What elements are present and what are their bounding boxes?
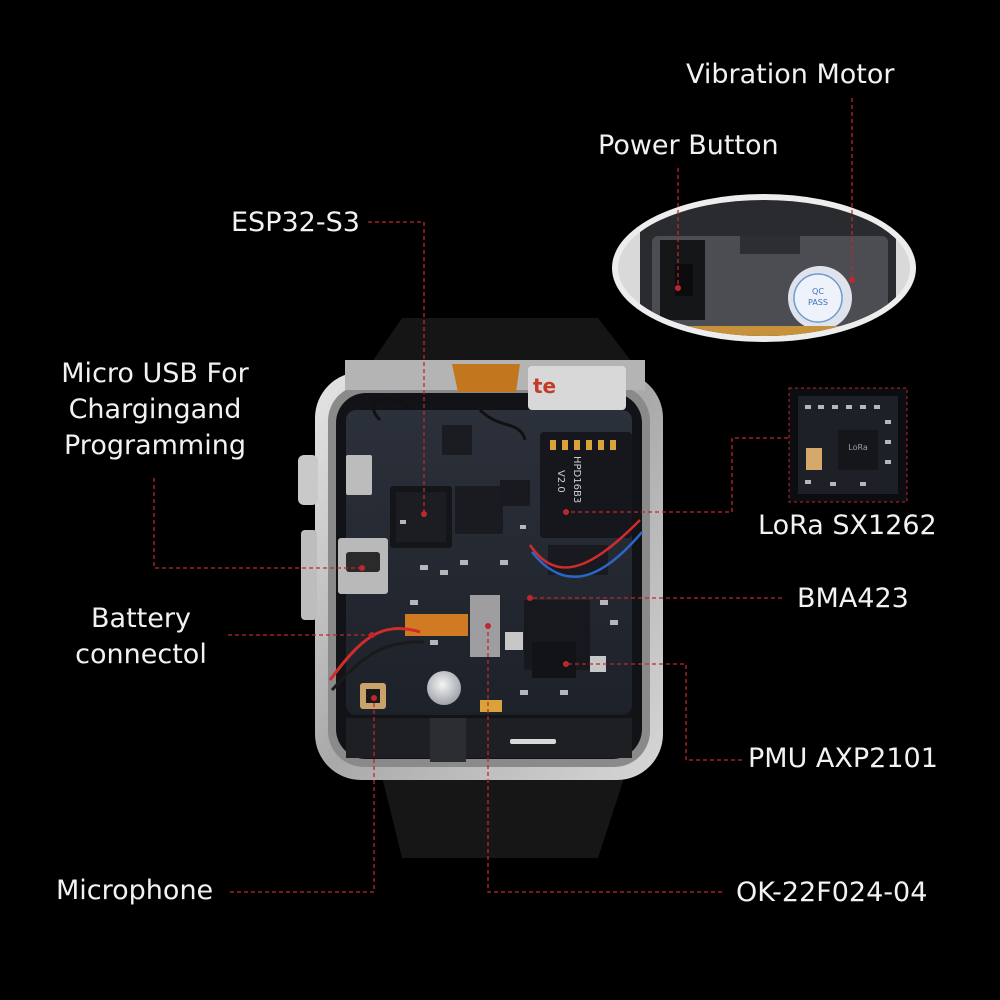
label-micro-usb: Micro USB For Chargingand Programming: [61, 358, 249, 461]
label-vibration-motor: Vibration Motor: [686, 59, 895, 90]
label-esp32: ESP32-S3: [231, 207, 360, 238]
lora-chip: [838, 430, 878, 470]
pmu-chip: [532, 642, 576, 678]
vibration-motor-board: [427, 671, 461, 705]
label-bma423: BMA423: [797, 583, 909, 614]
lora-chip-label: LoRa: [848, 443, 868, 452]
strap-top: [372, 318, 632, 362]
leader-dots: [359, 277, 855, 701]
label-ok: OK-22F024-04: [736, 877, 928, 908]
display-version-label: V2.0: [555, 470, 566, 493]
leader-microphone: [230, 698, 375, 893]
display-module-label: HPD16B3: [571, 456, 582, 503]
label-power-button: Power Button: [598, 130, 779, 161]
label-lora: LoRa SX1262: [758, 510, 937, 541]
inset-qc-line1: QC: [812, 287, 824, 296]
crown: [298, 455, 318, 505]
flex-tag: te: [533, 374, 556, 398]
label-pmu: PMU AXP2101: [748, 743, 938, 774]
leader-ok: [487, 626, 722, 893]
strap-bottom: [378, 760, 630, 858]
leader-lora: [566, 437, 788, 513]
label-battery: Battery connectol: [75, 603, 207, 670]
label-microphone: Microphone: [56, 875, 214, 906]
inset-qc-line2: PASS: [808, 298, 828, 307]
leader-pmu: [566, 663, 742, 761]
leader-micro-usb: [153, 478, 362, 569]
leader-esp32: [368, 221, 425, 514]
